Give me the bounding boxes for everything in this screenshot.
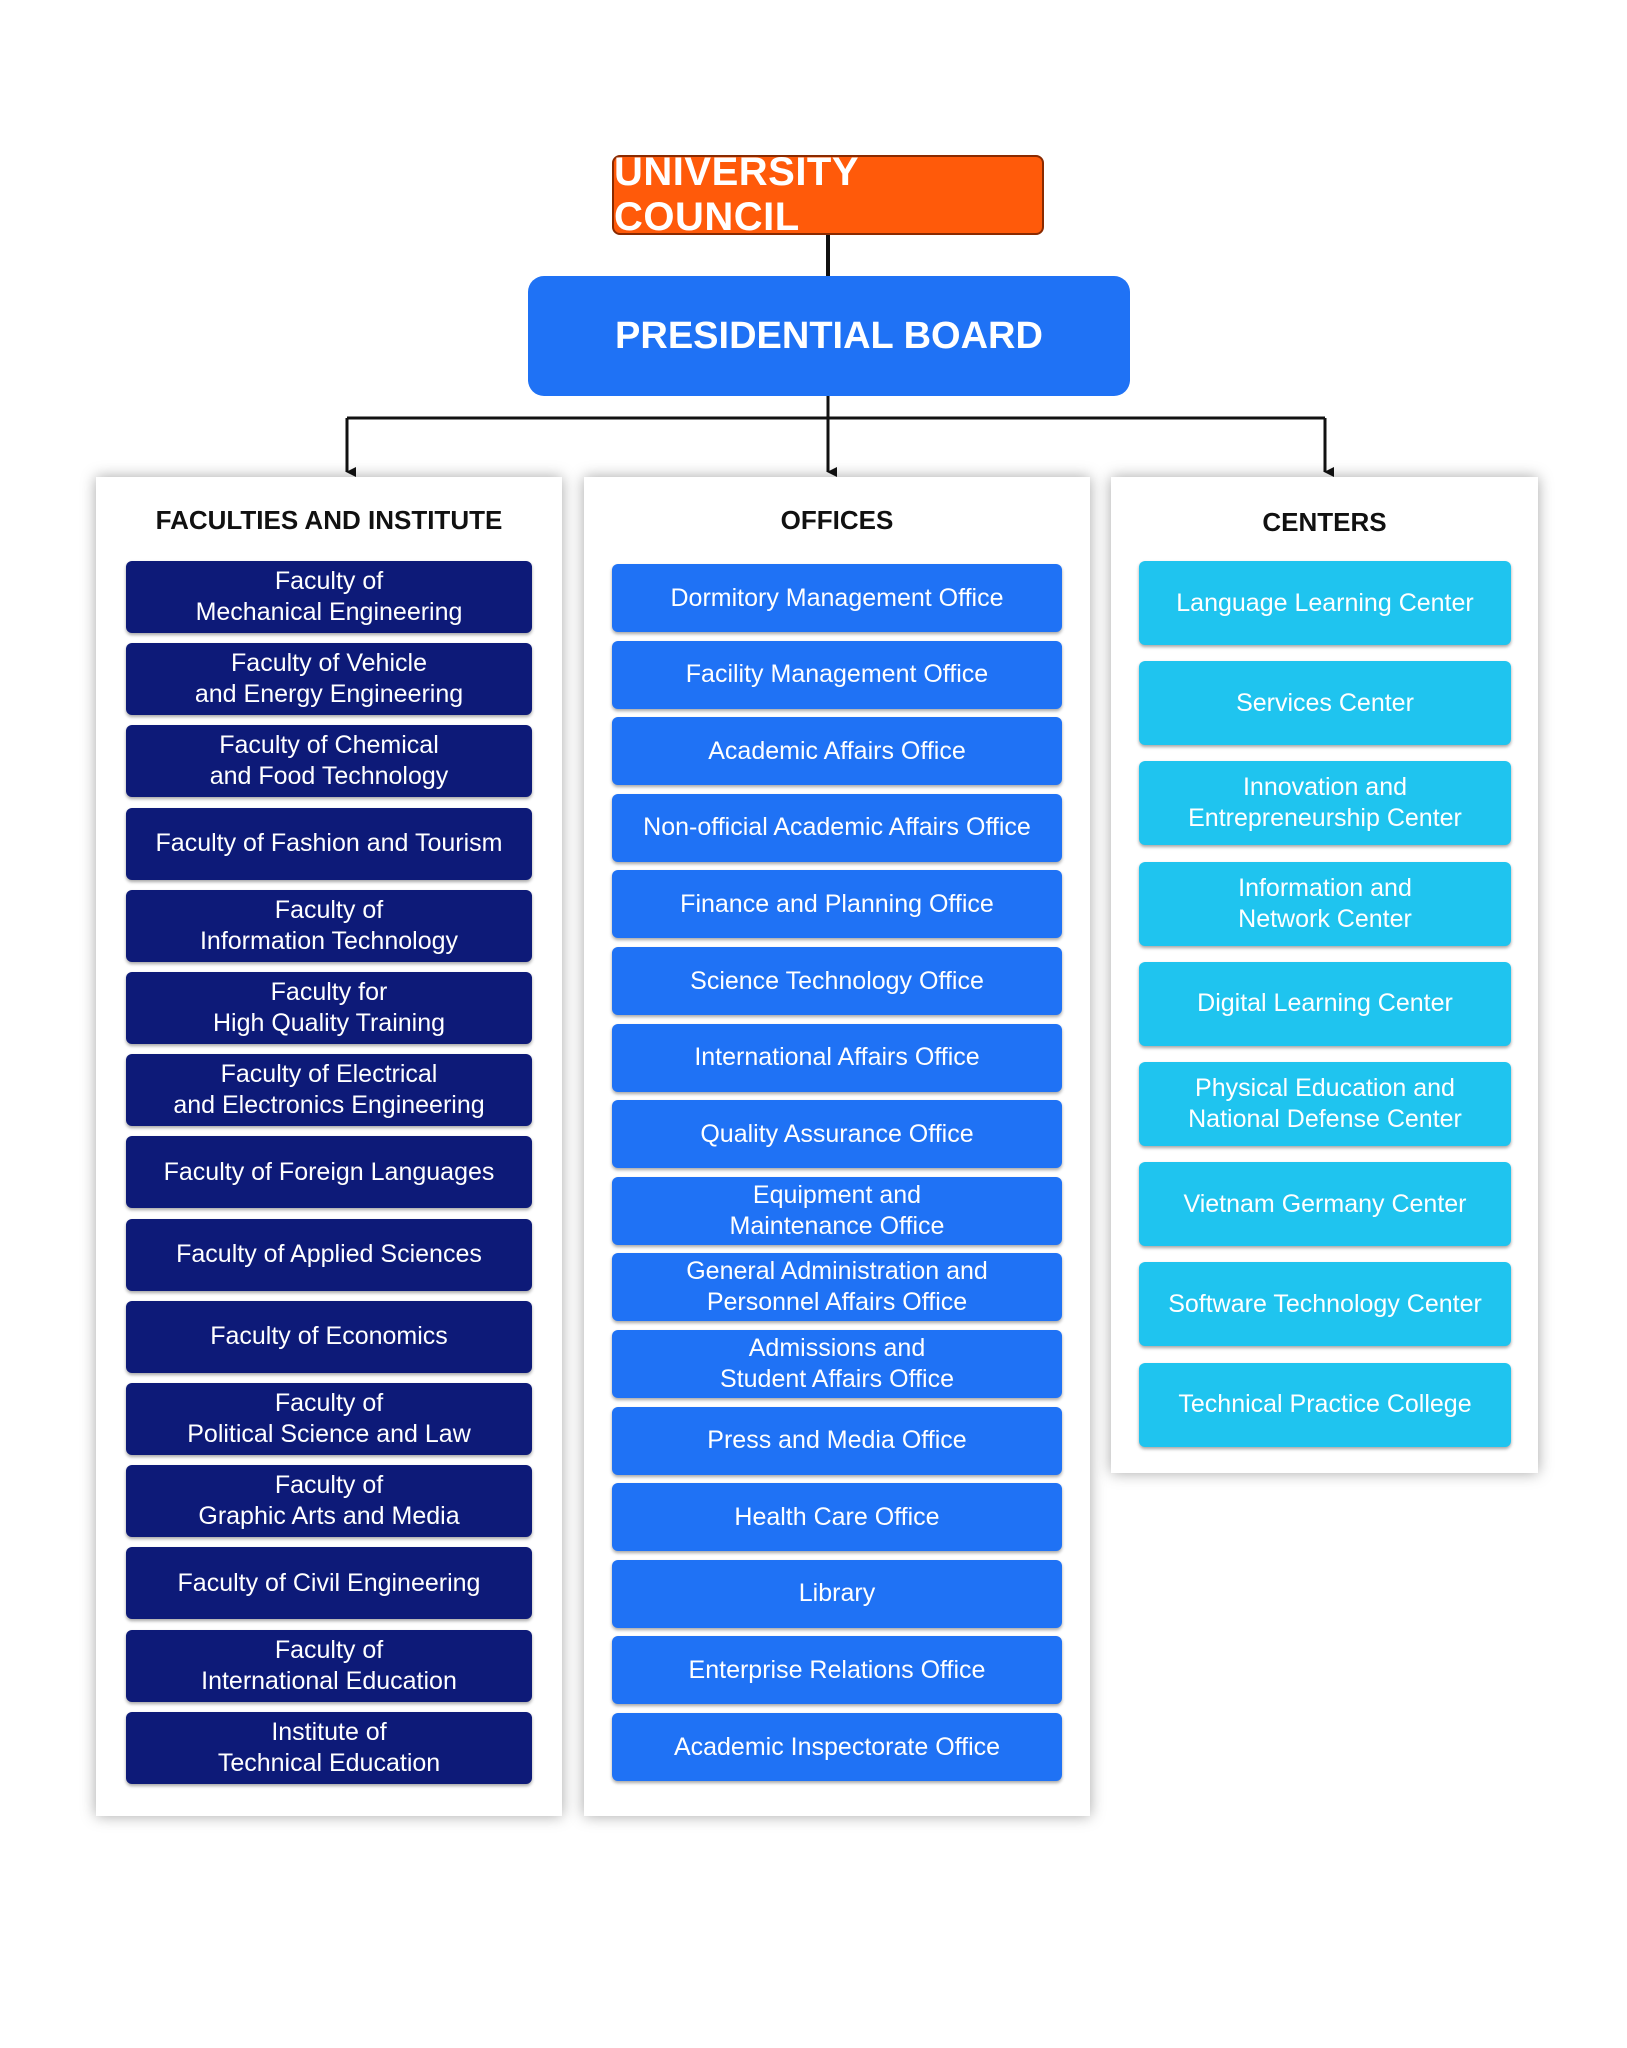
faculty-box-8: Faculty of Foreign Languages (126, 1136, 532, 1209)
offices-title: OFFICES (780, 505, 894, 535)
faculty-box-9: Faculty of Applied Sciences (126, 1218, 532, 1291)
faculty-box-5: Faculty of Information Technology (126, 889, 532, 962)
office-box-5: Finance and Planning Office (612, 870, 1062, 939)
center-box-5: Digital Learning Center (1139, 961, 1511, 1046)
faculty-box-2: Faculty of Vehicle and Energy Engineerin… (126, 643, 532, 716)
faculties-title: FACULTIES AND INSTITUTE (155, 505, 503, 535)
office-box-6: Science Technology Office (612, 947, 1062, 1015)
office-box-1: Dormitory Management Office (612, 564, 1062, 632)
faculty-box-6: Faculty for High Quality Training (126, 972, 532, 1044)
faculty-box-3: Faculty of Chemical and Food Technology (126, 725, 532, 798)
office-box-4: Non-official Academic Affairs Office (612, 793, 1062, 862)
center-box-7: Vietnam Germany Center (1139, 1162, 1511, 1247)
center-box-8: Software Technology Center (1139, 1262, 1511, 1347)
center-box-2: Services Center (1139, 661, 1511, 746)
office-box-7: International Affairs Office (612, 1023, 1062, 1092)
office-box-3: Academic Affairs Office (612, 717, 1062, 786)
center-box-1: Language Learning Center (1139, 561, 1511, 645)
presidential-board-box: PRESIDENTIAL BOARD (528, 276, 1130, 396)
faculties-panel: FACULTIES AND INSTITUTE Faculty of Mecha… (96, 477, 562, 1816)
faculty-box-10: Faculty of Economics (126, 1300, 532, 1373)
faculty-box-15: Institute of Technical Education (126, 1711, 532, 1784)
office-box-15: Enterprise Relations Office (612, 1636, 1062, 1705)
office-box-16: Academic Inspectorate Office (612, 1713, 1062, 1781)
center-box-6: Physical Education and National Defense … (1139, 1062, 1511, 1146)
office-box-14: Library (612, 1559, 1062, 1628)
center-box-9: Technical Practice College (1139, 1362, 1511, 1447)
faculty-box-13: Faculty of Civil Engineering (126, 1547, 532, 1620)
faculty-box-14: Faculty of International Education (126, 1629, 532, 1702)
faculty-box-7: Faculty of Electrical and Electronics En… (126, 1054, 532, 1127)
office-box-11: Admissions and Student Affairs Office (612, 1330, 1062, 1398)
faculty-box-12: Faculty of Graphic Arts and Media (126, 1465, 532, 1538)
faculty-box-4: Faculty of Fashion and Tourism (126, 807, 532, 880)
office-box-9: Equipment and Maintenance Office (612, 1176, 1062, 1245)
centers-title: CENTERS (1262, 507, 1387, 537)
office-box-13: Health Care Office (612, 1483, 1062, 1552)
office-box-2: Facility Management Office (612, 640, 1062, 709)
university-council-box: UNIVERSITY COUNCIL (612, 150, 1044, 239)
center-box-4: Information and Network Center (1139, 861, 1511, 946)
office-box-8: Quality Assurance Office (612, 1100, 1062, 1169)
faculty-box-1: Faculty of Mechanical Engineering (126, 561, 532, 633)
office-box-12: Press and Media Office (612, 1406, 1062, 1475)
center-box-3: Innovation and Entrepreneurship Center (1139, 761, 1511, 846)
faculty-box-11: Faculty of Political Science and Law (126, 1383, 532, 1455)
office-box-10: General Administration and Personnel Aff… (612, 1253, 1062, 1322)
